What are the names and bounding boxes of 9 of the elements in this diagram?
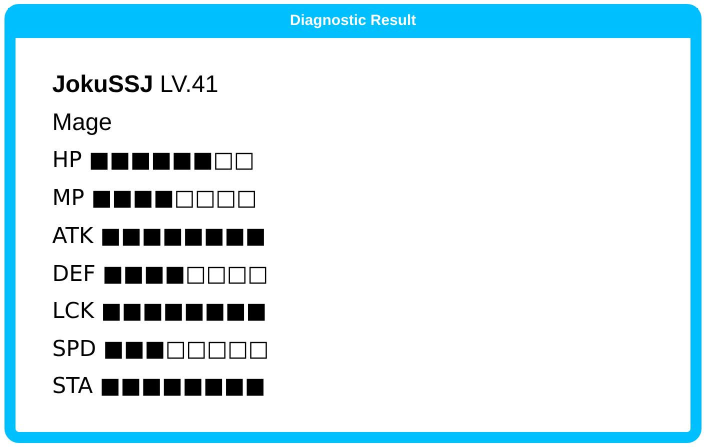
stat-line: SPD ■■■□□□□□ xyxy=(54,340,267,359)
stat-line: STA ■■■■■■■■ xyxy=(54,376,264,396)
stat-line: DEF ■■■■□□□□ xyxy=(54,265,266,284)
stat-line: HP ■■■■■■□□ xyxy=(54,151,253,170)
stat-line: MP ■■■■□□□□ xyxy=(54,189,255,208)
player-name: JokuSSJ LV.41 xyxy=(52,74,218,92)
stat-line: ATK ■■■■■■■■ xyxy=(52,227,264,246)
stat-line: LCK ■■■■■■■■ xyxy=(54,302,265,321)
class-label: Mage xyxy=(54,114,111,135)
